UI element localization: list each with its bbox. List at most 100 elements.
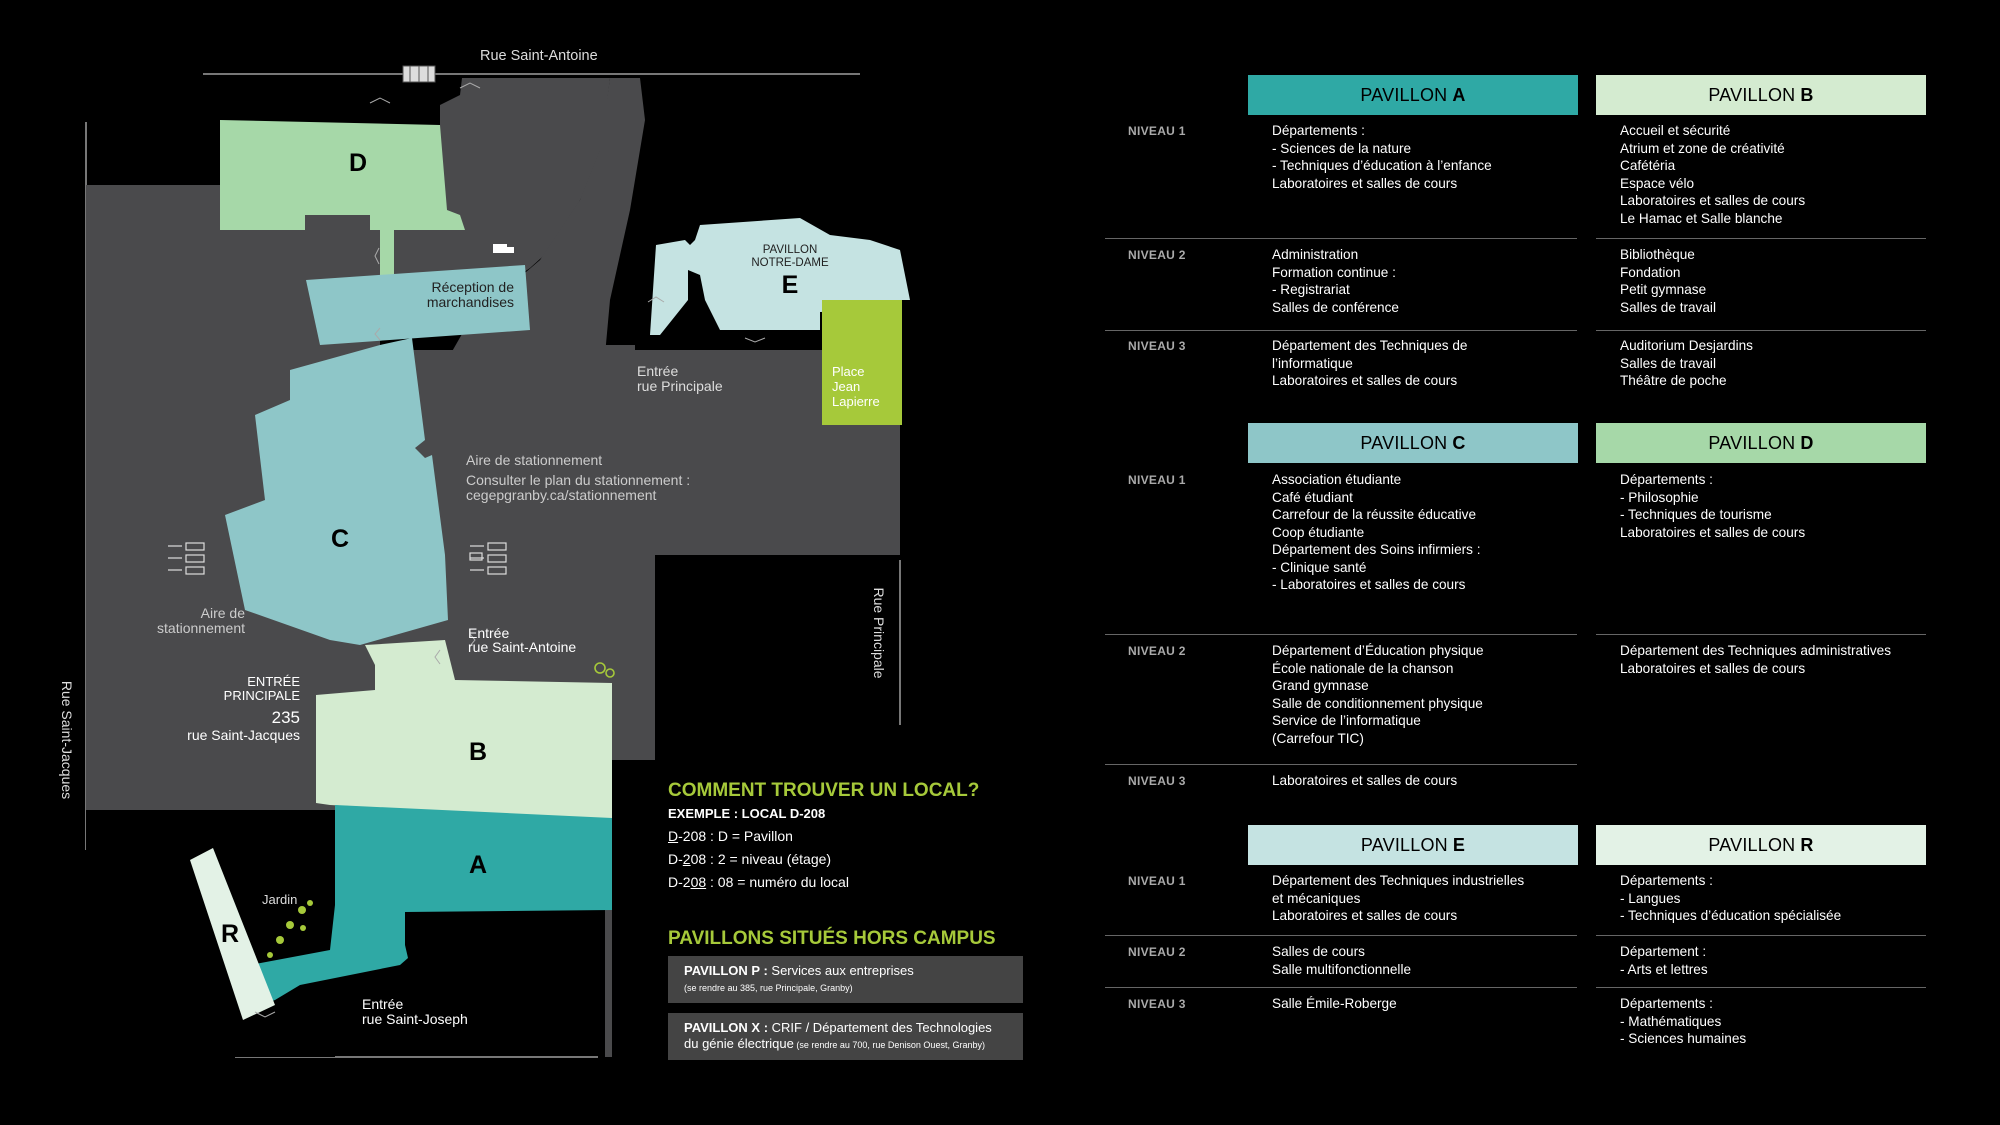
offcampus-section: PAVILLONS SITUÉS HORS CAMPUS PAVILLON P … [668,928,1023,1070]
reception-line1: Réception de [431,279,514,295]
howto-title: COMMENT TROUVER UN LOCAL? [668,780,980,801]
level-label-n1: NIVEAU 1 [1128,473,1186,487]
entrance-markers [254,82,766,1018]
parking-icon-west [168,542,205,575]
level-label-n3: NIVEAU 3 [1128,774,1186,788]
building-label-a: A [469,851,487,879]
building-a [250,805,612,1005]
building-d [220,120,465,230]
howto-section: COMMENT TROUVER UN LOCAL? EXEMPLE : LOCA… [668,780,1068,897]
parking-west-line2: stationnement [157,620,245,636]
entree-st-joseph-line1: Entrée [362,996,403,1012]
list-item: Département des Soins infirmiers : [1272,542,1481,557]
list-item: Salles de travail [1620,299,1716,315]
level-label-n1: NIVEAU 1 [1128,874,1186,888]
pavillon-notre-dame-line2: NOTRE-DAME [751,257,829,269]
level-label-n2: NIVEAU 2 [1128,644,1186,658]
pavillon-a-n1-cell: Départements : - Sciences de la nature - T… [1272,122,1492,192]
building-label-c: C [331,525,349,553]
pavillon-e-n3-cell: Salle Émile-Roberge [1272,995,1397,1013]
offcampus-pavillon-p: PAVILLON P : Services aux entreprises (s… [668,956,1023,1003]
building-label-d: D [349,149,367,177]
place-label-3: Lapierre [832,394,880,409]
list-item: Départements : [1620,472,1713,487]
divider [1105,987,1577,988]
list-item: Salles de cours [1272,944,1365,959]
divider [1596,935,1926,936]
list-item: - Laboratoires et salles de cours [1272,577,1466,592]
street-label-east: Rue Principale [871,587,887,678]
list-item: Fondation [1620,264,1681,280]
divider [1105,238,1577,239]
list-item: - Arts et lettres [1620,961,1708,977]
list-item: Accueil et sécurité [1620,123,1731,138]
list-item: Auditorium Desjardins [1620,338,1753,353]
list-item: Coop étudiante [1272,524,1365,540]
pavillon-notre-dame-line1: PAVILLON [763,244,818,256]
list-item: Départements : [1620,873,1713,888]
garden-plants-icon [267,900,313,958]
list-item: Départements : [1620,996,1713,1011]
building-c [225,338,448,645]
parking-main-line2: Consulter le plan du stationnement : [466,472,690,488]
building-label-b: B [469,738,487,766]
reception-line2: marchandises [427,294,514,310]
jardin-label: Jardin [262,892,297,907]
list-item: Département des Techniques de [1272,338,1468,353]
garden-cut [86,810,335,1057]
list-item: Service de l’informatique [1272,713,1421,728]
offcampus-pavillon-x: PAVILLON X : CRIF / Département des Tech… [668,1013,1023,1060]
pavillon-r-n1-cell: Départements :- Langues- Techniques d’éd… [1620,872,1841,925]
divider [1105,764,1577,765]
list-item: Petit gymnase [1620,282,1707,297]
list-item: - Techniques d’éducation à l’enfance [1272,158,1492,173]
delivery-truck-icon [493,244,514,253]
building-label-e: E [782,271,799,299]
divider [1596,987,1926,988]
list-item: Le Hamac et Salle blanche [1620,210,1783,226]
parking-link[interactable]: cegepgranby.ca/stationnement [466,487,657,503]
entree-st-antoine-line2: rue Saint-Antoine [468,639,576,655]
list-item: - Techniques de tourisme [1620,507,1772,522]
divider [1105,330,1577,331]
howto-line-2: D-208 : 2 = niveau (étage) [668,851,832,867]
list-item: - Sciences de la nature [1272,140,1412,156]
level-label-n3: NIVEAU 3 [1128,997,1186,1011]
pavillon-e-n1-cell: Département des Techniques industrielles… [1272,872,1524,925]
list-item: (Carrefour TIC) [1272,730,1364,746]
list-item: Association étudiante [1272,472,1402,487]
entree-rue-principale-line1: Entrée [637,363,678,379]
list-item: École nationale de la chanson [1272,660,1454,676]
divider [1105,634,1577,635]
list-item: Départements : [1272,123,1365,138]
howto-line-3: D-208 : 08 = numéro du local [668,874,849,890]
building-reception [306,265,530,345]
list-item: Salles de conférence [1272,299,1399,315]
divider [1105,935,1577,936]
list-item: Espace vélo [1620,175,1695,191]
list-item: Grand gymnase [1272,678,1369,693]
pavillon-r-n2-cell: Département : - Arts et lettres [1620,943,1708,978]
divider [1596,330,1926,331]
howto-example: EXEMPLE : LOCAL D-208 [668,806,826,821]
offcampus-title: PAVILLONS SITUÉS HORS CAMPUS [668,928,996,949]
pavillon-d-n1-cell: Départements :- Philosophie- Techniques … [1620,471,1805,541]
level-label-n3: NIVEAU 3 [1128,339,1186,353]
footbridge [380,215,394,275]
list-item: Laboratoires et salles de cours [1272,773,1458,788]
list-item: Département : [1620,944,1707,959]
list-item: - Registrariat [1272,282,1350,297]
pavillon-c-n3-cell: Laboratoires et salles de cours [1272,772,1457,790]
list-item: Administration [1272,247,1359,262]
place-label-1: Place [832,364,865,379]
list-item: Salle de conditionnement physique [1272,695,1483,711]
